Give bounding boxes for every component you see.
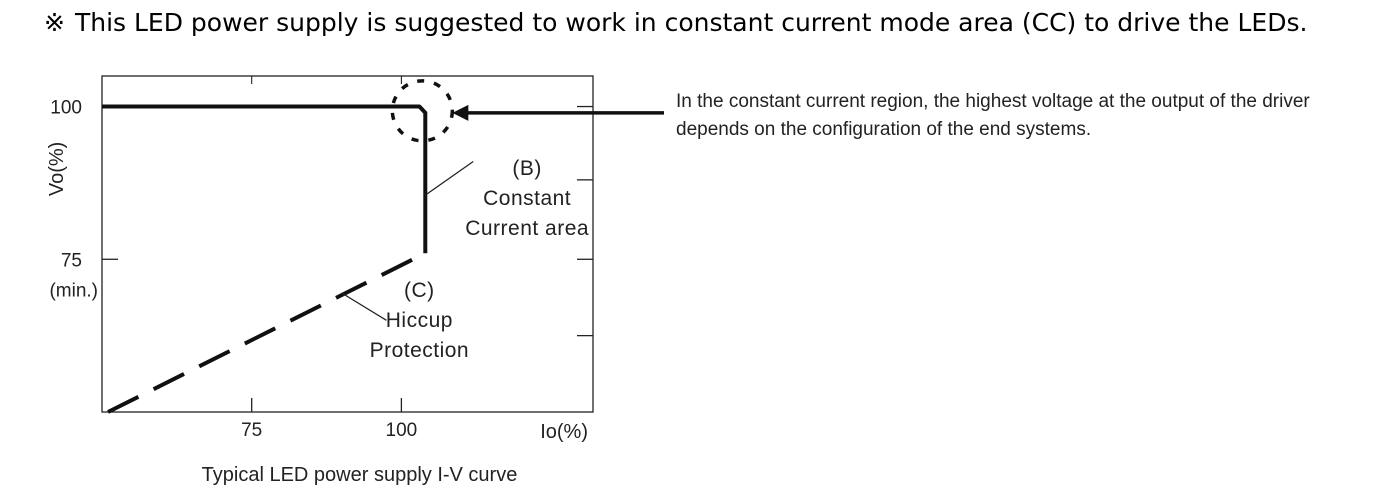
annotation-0-line-1: Constant [483,187,571,210]
pointer-arrow-head [452,104,469,121]
annotation-1-line-1: Hiccup [386,309,453,332]
side-note: In the constant current region, the high… [676,88,1376,144]
y-tick-label-0: 100 [50,98,82,119]
highlight-circle [390,79,455,143]
annotation-1-line-0: (C) [404,279,435,302]
x-tick-label-1: 100 [386,420,418,441]
y-tick-label-1: 75 [61,250,82,271]
series-line-solid [102,104,428,254]
annotation-pointer-0 [424,160,474,196]
annotation-1-line-2: Protection [370,339,470,362]
annotation-0-line-0: (B) [512,157,542,180]
side-note-line-1: In the constant current region, the high… [676,91,1310,112]
x-axis-label: Io(%) [540,421,588,443]
side-note-line-2: depends on the configuration of the end … [676,119,1092,140]
series-line-dashed [107,251,427,414]
note: ※ This LED power supply is suggested to w… [44,8,1307,37]
y-tick-extra-label: (min.) [49,280,98,301]
note-text: This LED power supply is suggested to wo… [74,8,1308,37]
annotation-0-line-2: Current area [465,217,589,240]
x-tick-label-0: 75 [241,420,262,441]
chart-caption: Typical LED power supply I-V curve [202,464,518,486]
y-axis-label: Vo(%) [46,142,68,196]
plot-frame [101,75,594,413]
reference-mark-icon: ※ [44,8,65,37]
annotation-pointer-1 [341,292,387,321]
